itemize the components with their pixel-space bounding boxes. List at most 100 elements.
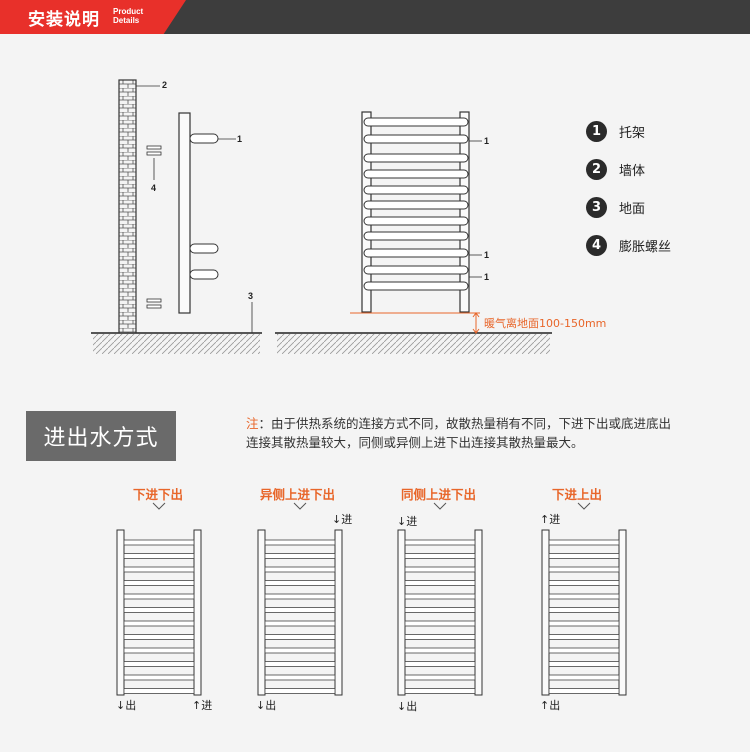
legend-item: 2 墙体 — [586, 158, 645, 180]
front-rung — [363, 185, 469, 195]
radiator-rung — [404, 593, 476, 600]
bracket-3 — [189, 269, 219, 280]
radiator-right-bar — [193, 529, 202, 696]
expansion-screw-bottom — [146, 298, 162, 309]
radiator-rung — [123, 553, 195, 559]
radiator-method-1 — [116, 502, 202, 696]
callout-bracket: 1 — [237, 134, 243, 144]
radiator-rung — [123, 674, 195, 681]
radiator-rung — [123, 647, 195, 654]
callout-front-3: 1 — [484, 272, 490, 282]
caption-chevron — [293, 502, 307, 510]
radiator-rung — [264, 539, 336, 546]
radiator-rung — [123, 593, 195, 600]
radiator-rung — [404, 566, 476, 573]
method-caption: 同侧上进下出 — [401, 487, 477, 502]
dimension-arrows — [472, 312, 480, 334]
radiator-rung — [548, 674, 620, 681]
radiator-rung — [123, 661, 195, 667]
radiator-rung — [264, 634, 336, 640]
flow-label: ↓出 — [116, 699, 137, 712]
flow-label: ↓出 — [256, 699, 277, 712]
radiator-left-bar — [257, 529, 266, 696]
radiator-side-bar — [178, 112, 191, 314]
method-caption: 下进上出 — [552, 487, 603, 502]
radiator-rung — [404, 539, 476, 546]
radiator-rung — [548, 566, 620, 573]
legend-label: 托架 — [619, 125, 646, 141]
radiator-left-bar — [116, 529, 125, 696]
front-rung — [363, 134, 469, 144]
expansion-screw-top — [146, 145, 162, 156]
front-rungs — [363, 117, 469, 291]
radiator-rung — [123, 620, 195, 627]
radiator-rung — [548, 593, 620, 600]
radiator-rung — [264, 566, 336, 573]
radiator-rung — [548, 661, 620, 667]
radiator-rung — [548, 647, 620, 654]
flow-label: ↓进 — [397, 515, 418, 528]
radiator-rung — [264, 620, 336, 627]
wall-body — [118, 79, 137, 334]
front-left-bar — [361, 111, 372, 313]
radiator-rung — [264, 553, 336, 559]
side-view — [91, 79, 262, 354]
caption-chevron — [433, 502, 447, 510]
front-view — [275, 111, 552, 354]
callout-screw: 4 — [151, 183, 157, 193]
radiator-rung — [404, 607, 476, 613]
callout-front-1: 1 — [484, 136, 490, 146]
radiator-rung — [404, 688, 476, 694]
radiator-method-2 — [257, 502, 343, 696]
legend-number: 1 — [586, 120, 607, 142]
front-rung — [363, 281, 469, 291]
legend-item: 4 膨胀螺丝 — [586, 234, 671, 256]
dimension-label: 暖气离地面100-150mm — [484, 317, 607, 330]
radiator-rung — [264, 647, 336, 654]
header-subtitle: Product Details — [113, 7, 143, 25]
flow-label: ↓进 — [332, 513, 353, 526]
legend-label: 地面 — [619, 201, 646, 217]
header-tab — [0, 0, 186, 34]
callout-front-2: 1 — [484, 250, 490, 260]
radiator-method-4 — [541, 502, 627, 696]
radiator-rung — [123, 688, 195, 694]
radiator-method-3 — [397, 502, 483, 696]
front-rung — [363, 248, 469, 258]
ground-hatch-left — [93, 334, 260, 354]
note-text: 注：由于供热系统的连接方式不同，故散热量稍有不同，下进下出或底进底出 连接其散热… — [246, 414, 736, 452]
radiator-rung — [404, 553, 476, 559]
caption-chevron — [577, 502, 591, 510]
legend-number: 2 — [586, 158, 607, 180]
callout-wall: 2 — [162, 80, 168, 90]
front-rung — [363, 169, 469, 179]
radiator-rung — [548, 634, 620, 640]
legend-item: 1 托架 — [586, 120, 645, 142]
radiator-right-bar — [474, 529, 483, 696]
front-right-bar — [459, 111, 470, 313]
method-caption: 异侧上进下出 — [260, 487, 336, 502]
radiator-rung — [404, 674, 476, 681]
radiator-rung — [123, 580, 195, 586]
flow-label: ↑进 — [540, 513, 561, 526]
flow-label: ↑出 — [540, 699, 561, 712]
flow-label: ↓出 — [397, 700, 418, 713]
radiator-left-bar — [397, 529, 406, 696]
radiator-rung — [264, 593, 336, 600]
connection-methods-art — [116, 502, 627, 696]
legend-label: 膨胀螺丝 — [619, 239, 672, 255]
ground-hatch-right — [277, 334, 550, 354]
legend-number: 3 — [586, 196, 607, 218]
radiator-rung — [123, 539, 195, 546]
note-line1: ：由于供热系统的连接方式不同，故散热量稍有不同，下进下出或底进底出 — [258, 416, 672, 431]
radiator-rung — [404, 661, 476, 667]
legend-number: 4 — [586, 234, 607, 256]
header-subtitle-line2: Details — [113, 16, 140, 25]
radiator-rung — [123, 607, 195, 613]
radiator-rung — [264, 674, 336, 681]
radiator-rung — [404, 634, 476, 640]
front-rung — [363, 231, 469, 241]
header-title: 安装说明 — [28, 10, 100, 30]
radiator-rung — [548, 620, 620, 627]
